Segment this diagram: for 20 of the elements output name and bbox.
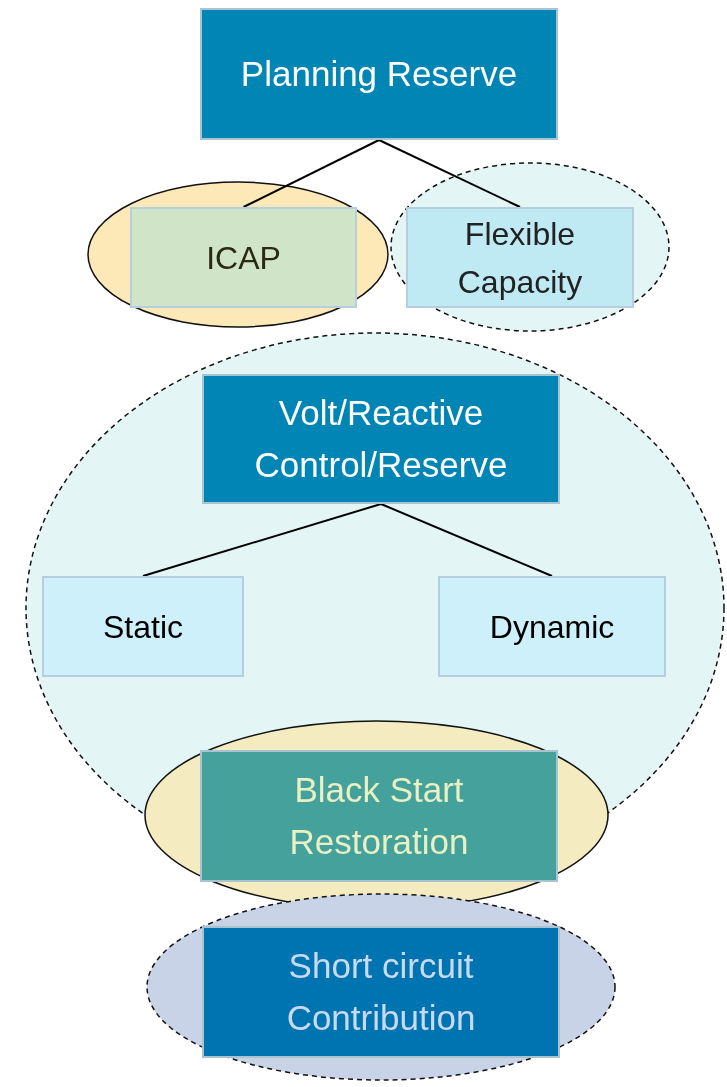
box-text: Flexible Capacity: [456, 214, 584, 302]
connector-line: [242, 139, 380, 208]
label-box: [202, 926, 560, 1058]
label-box: [438, 576, 666, 677]
box-text: Volt/Reactive Control/Reserve: [253, 391, 509, 486]
label-box: [42, 576, 244, 677]
label-box: [130, 207, 357, 308]
box-text: Black Start Restoration: [288, 768, 470, 863]
label-box: [202, 374, 560, 504]
label-box: [200, 750, 558, 882]
box-text: Dynamic: [489, 607, 615, 647]
box-text: Planning Reserve: [240, 52, 518, 95]
label-box: [406, 207, 634, 308]
connector-line: [380, 503, 553, 577]
connector-line: [142, 503, 382, 577]
box-text: Short circuit Contribution: [285, 944, 477, 1039]
box-text: Static: [103, 607, 183, 647]
connector-line: [378, 139, 521, 208]
label-box: [200, 8, 558, 140]
box-text: ICAP: [206, 238, 281, 278]
